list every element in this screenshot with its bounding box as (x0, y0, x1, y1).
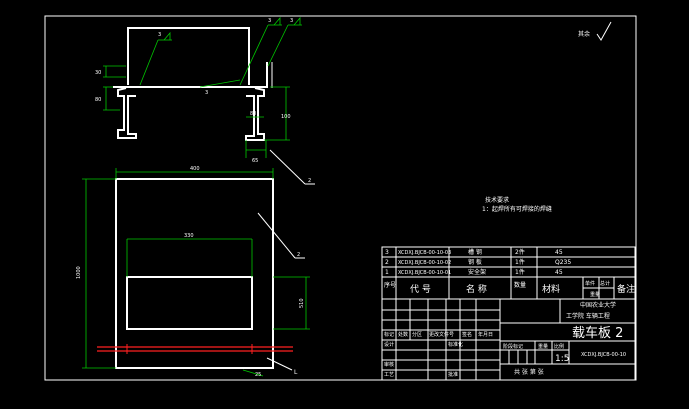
tb-change: 更改文件号 (429, 331, 454, 338)
leader-label-L: L (294, 369, 298, 376)
leader-line-L (266, 357, 293, 371)
tb-sheet-info: 共 张 第 张 (514, 368, 544, 376)
title-block (381, 298, 636, 381)
tb-scale: 1:5 (555, 354, 569, 364)
bom-cell-qty: 2件 (515, 248, 525, 256)
section-line (97, 344, 293, 354)
dim-profile-bottom: 65 (252, 158, 258, 164)
tb-process: 工艺 (384, 372, 394, 378)
bom-header-no: 序号 (384, 281, 396, 289)
bom-cell-code: XCDXJ.BJCB-00-10-01 (398, 270, 451, 276)
tb-stage-label: 阶段标记 (503, 343, 523, 350)
dim-profile-depth: 80 (250, 111, 256, 117)
dim-profile-side: 100 (281, 114, 291, 120)
tb-checker: 审核 (384, 361, 394, 368)
leader-line-b (257, 212, 296, 259)
leader-line-a (269, 149, 306, 185)
weld-mark-c: 3 (290, 18, 293, 24)
bom-cell-material: 45 (555, 249, 563, 256)
bom-header-remark: 备注 (617, 283, 635, 295)
dim-inner-height: 510 (299, 298, 305, 308)
bom-cell-name: 钢 板 (468, 258, 482, 266)
tb-designer: 设计 (384, 341, 394, 348)
dim-inner-width: 330 (184, 233, 194, 239)
dim-plate-width: 400 (190, 166, 200, 172)
leader-label-a: 2 (308, 178, 311, 184)
weld-mark-a: 3 (158, 32, 161, 38)
bom-cell-qty: 1件 (515, 268, 525, 276)
bom-header-code: 代 号 (410, 284, 431, 295)
dim-bottom-note: 25 (255, 372, 261, 378)
weld-mark-d: 3 (205, 90, 208, 96)
surface-roughness-label: 其余 (578, 30, 590, 38)
bom-cell-code: XCDXJ.BJCB-00-10-03 (398, 250, 451, 256)
leader-label-b: 2 (297, 252, 300, 258)
bom-header-single: 单件 (585, 280, 595, 287)
bom-cell-code: XCDXJ.BJCB-00-10-02 (398, 260, 451, 266)
surface-roughness-mark: 其余 (578, 21, 612, 41)
drawing-border (44, 15, 637, 381)
tb-mass-label: 重量 (538, 343, 548, 350)
tb-mark: 标记 (384, 331, 394, 338)
bom-cell-no: 3 (385, 249, 389, 256)
tb-zone: 分区 (412, 331, 422, 338)
bom-header-material: 材料 (542, 283, 560, 295)
bom-cell-name: 槽 钢 (468, 248, 482, 256)
tb-standardize: 标准化 (448, 341, 463, 348)
dim-top-left-1: 30 (95, 70, 101, 76)
bom-header-qty: 数量 (514, 281, 526, 289)
dim-top-left-2: 80 (95, 97, 101, 103)
tech-req-line-1: 1：起焊所有可焊接的焊缝 (482, 205, 552, 213)
channel-profile-view (113, 27, 273, 141)
bom-cell-no: 2 (385, 259, 389, 266)
tb-university: 中国农业大学 (580, 301, 616, 309)
tb-department: 工学院 车辆工程 (566, 312, 610, 320)
technical-requirements: 技术要求 1：起焊所有可焊接的焊缝 (482, 196, 552, 213)
bom-header-weight: 重量 (590, 291, 600, 298)
tb-drawing-name: 载车板 2 (572, 325, 623, 341)
bom-header-name: 名 称 (466, 283, 487, 295)
tb-scale-label: 比例 (554, 343, 564, 350)
bom-header-total: 总计 (600, 280, 610, 287)
bom-cell-no: 1 (385, 269, 389, 276)
tb-sign: 签名 (462, 331, 472, 338)
plate-front-view (115, 178, 274, 369)
profile-dimensions: 30 80 100 80 65 3 3 3 3 (95, 16, 302, 164)
tb-drawing-code: XCDXJ.BJCB-00-10 (581, 352, 626, 358)
bom-cell-material: Q235 (555, 259, 571, 266)
bom-cell-name: 安全架 (468, 268, 486, 276)
bom-cell-material: 45 (555, 269, 563, 276)
tb-count: 处数 (398, 331, 408, 338)
weld-mark-b: 3 (268, 18, 271, 24)
tech-req-title: 技术要求 (485, 196, 509, 204)
dim-plate-height: 1000 (76, 266, 82, 279)
tb-date: 年月日 (478, 331, 493, 338)
tb-approve: 批准 (448, 371, 458, 378)
plate-dimensions: 400 330 1000 510 25 (76, 166, 310, 378)
bom-cell-qty: 1件 (515, 258, 525, 266)
